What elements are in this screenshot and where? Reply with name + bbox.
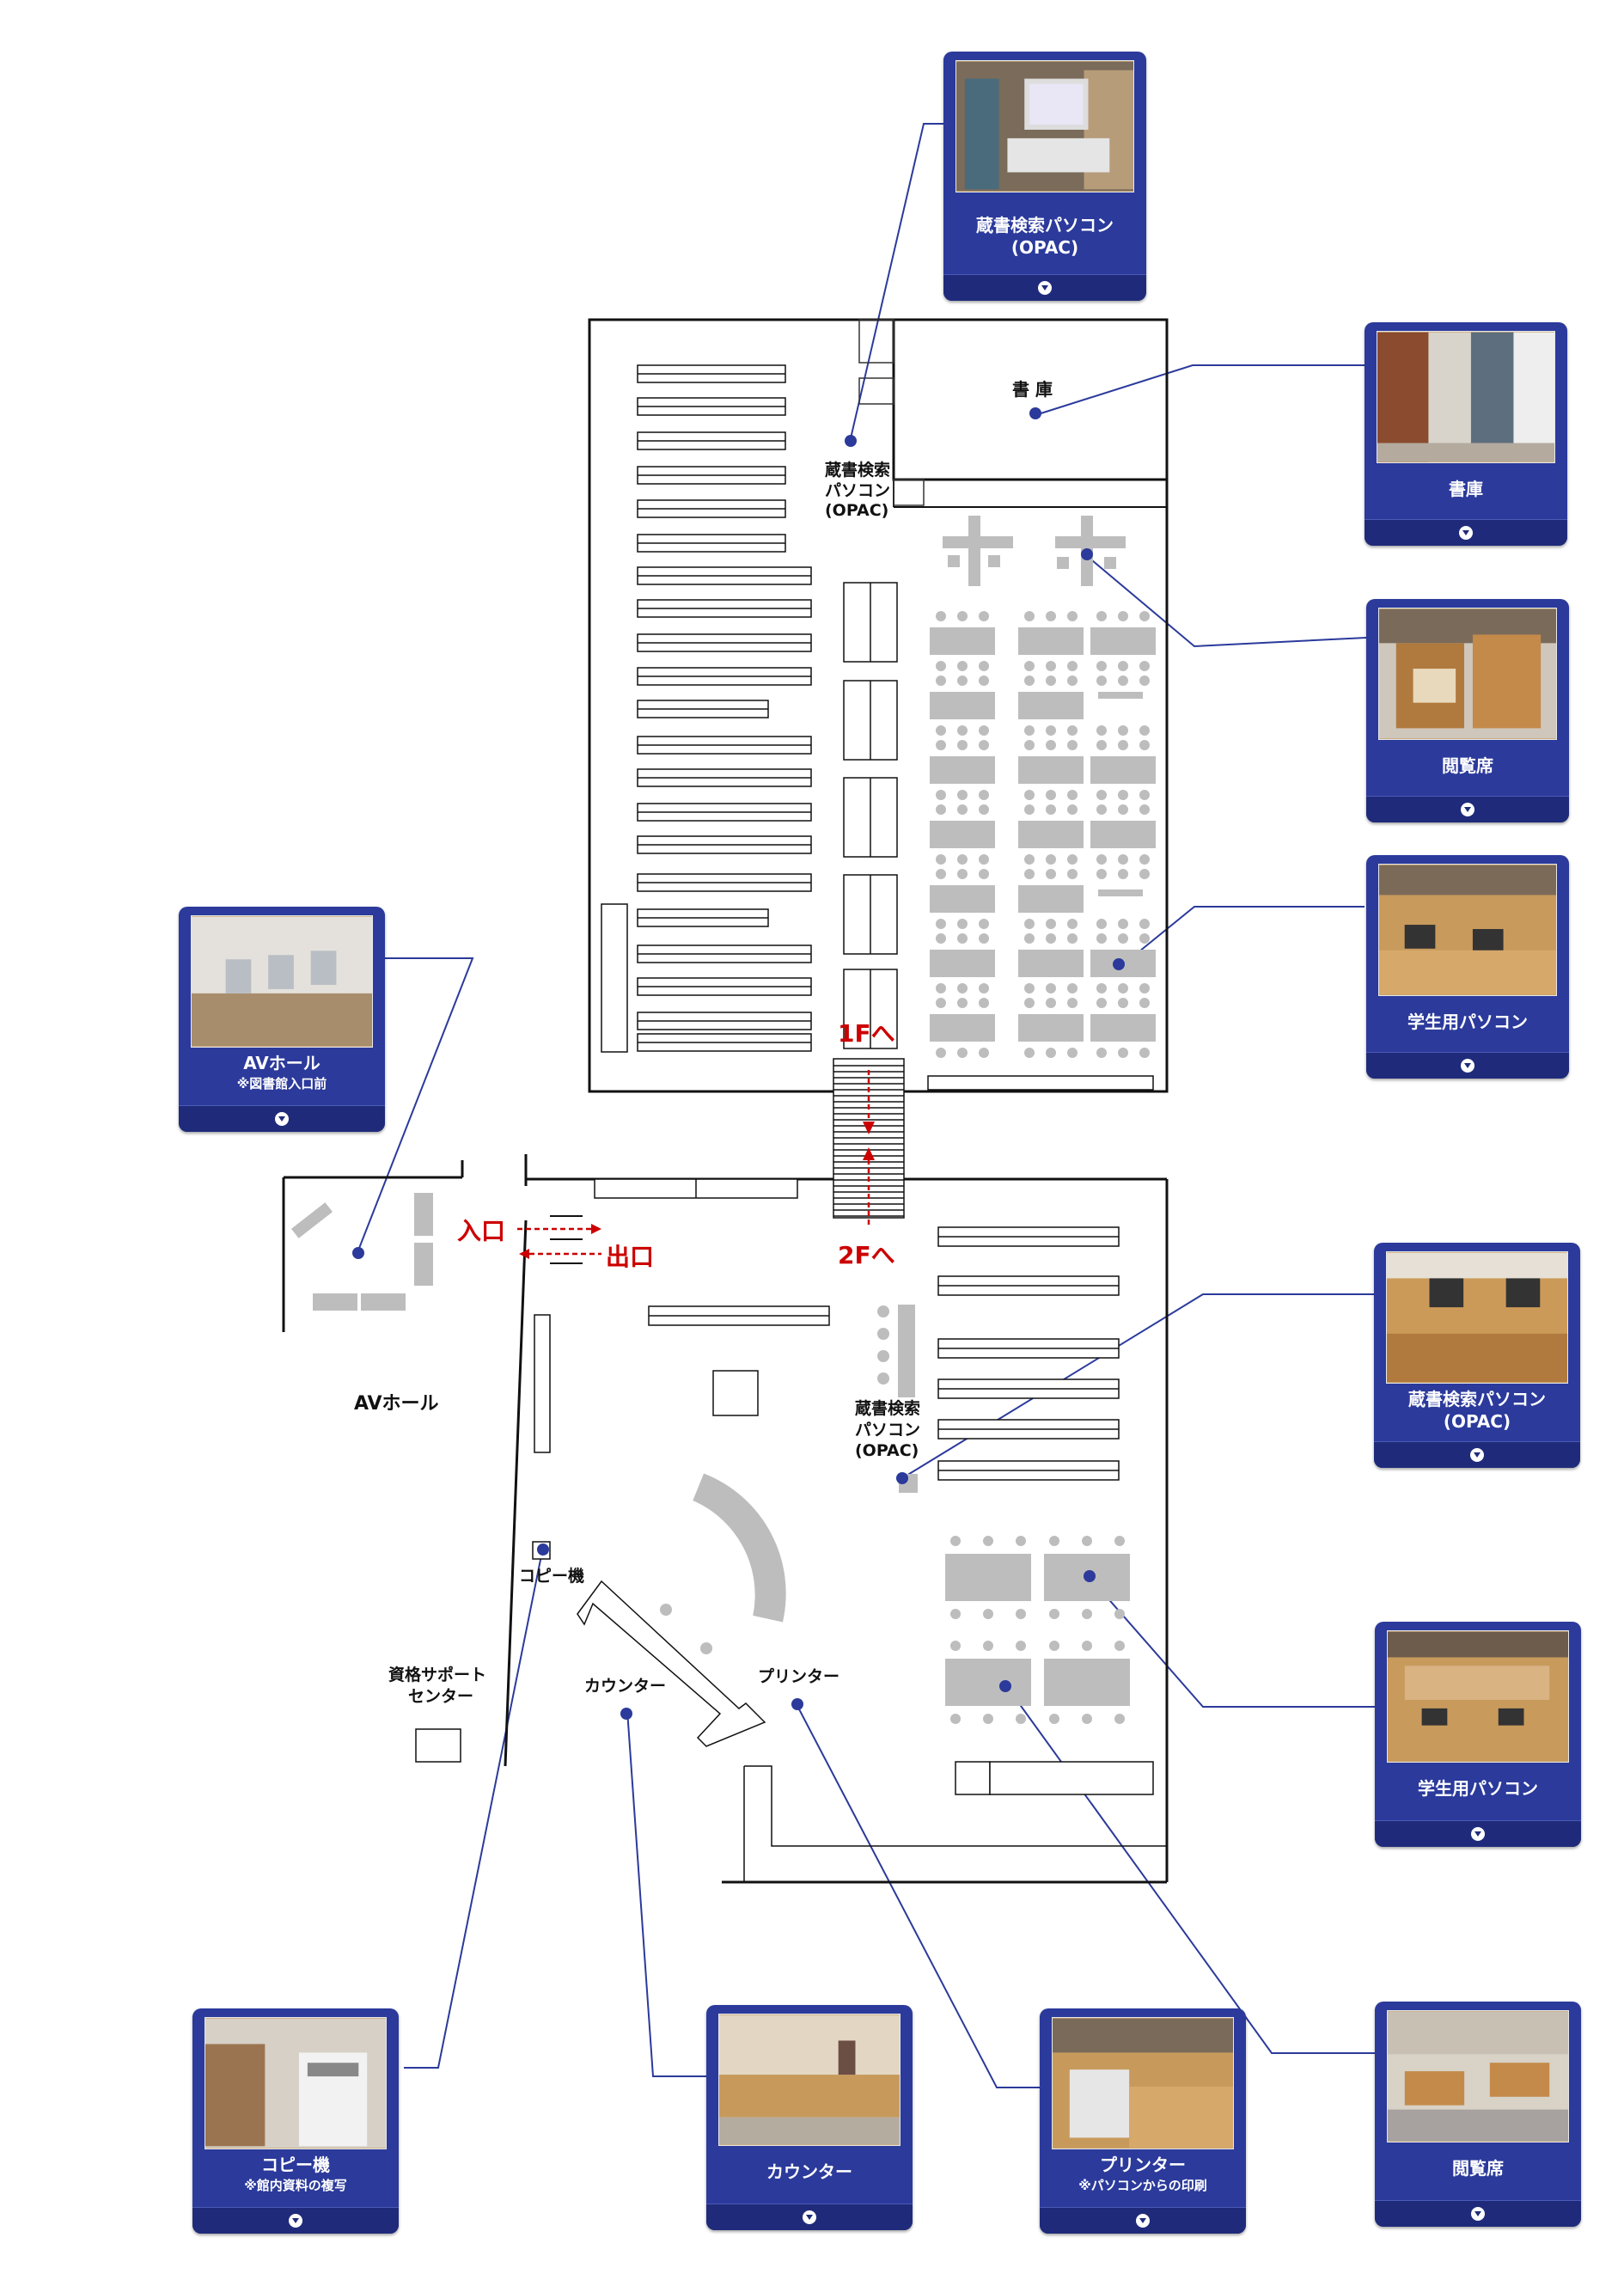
expand-chevron-icon[interactable]	[1038, 281, 1052, 295]
card-subtitle: ※館内資料の複写	[244, 2178, 347, 2193]
card-title: AVホール	[243, 1053, 321, 1073]
expand-chevron-icon[interactable]	[275, 1112, 289, 1126]
card-subtitle: (OPAC)	[1010, 237, 1079, 258]
stack-room-label: 書 庫	[1012, 379, 1053, 400]
card-title: コピー機	[261, 2155, 330, 2175]
card-title: 学生用パソコン	[1407, 1012, 1528, 1032]
opac-1f-label-2: パソコン	[855, 1421, 920, 1440]
photo-thumbnail-icon	[718, 2014, 901, 2146]
support-label-2: センター	[408, 1687, 473, 1706]
card-opac-2f[interactable]: 蔵書検索パソコン (OPAC)	[943, 52, 1146, 301]
location-marker-icon	[1084, 1570, 1096, 1582]
card-title: 書庫	[1449, 479, 1483, 499]
photo-thumbnail-icon	[955, 60, 1134, 193]
photo-thumbnail-icon	[1377, 331, 1555, 463]
expand-chevron-icon[interactable]	[1471, 1827, 1485, 1841]
opac-1f-label-1: 蔵書検索	[855, 1398, 920, 1418]
expand-chevron-icon[interactable]	[1461, 1059, 1474, 1073]
expand-chevron-icon[interactable]	[1136, 2214, 1150, 2228]
entrance-label: 入口	[457, 1217, 505, 1245]
location-marker-icon	[999, 1680, 1011, 1692]
location-marker-icon	[845, 435, 857, 447]
opac-1f-label-3: (OPAC)	[855, 1441, 919, 1460]
photo-thumbnail-icon	[1386, 1251, 1568, 1384]
card-subtitle: ※図書館入口前	[236, 1076, 327, 1091]
location-marker-icon	[791, 1698, 803, 1710]
card-title: 学生用パソコン	[1418, 1778, 1538, 1799]
card-printer[interactable]: プリンター ※パソコンからの印刷	[1040, 2008, 1246, 2234]
expand-chevron-icon[interactable]	[1471, 2207, 1485, 2221]
reading-tables-2f	[930, 611, 1156, 1058]
card-title: 蔵書検索パソコン	[976, 215, 1114, 235]
card-pc-2f[interactable]: 学生用パソコン	[1366, 855, 1569, 1079]
floor1-plan: 入口 出口 2Fへ AVホール	[282, 1147, 1169, 1884]
location-marker-icon	[1113, 958, 1125, 970]
card-subtitle: (OPAC)	[1443, 1411, 1511, 1432]
photo-thumbnail-icon	[1387, 1630, 1569, 1763]
card-stack[interactable]: 書庫	[1365, 322, 1567, 546]
carrels-2f	[943, 516, 1126, 586]
card-title: カウンター	[766, 2161, 852, 2182]
expand-chevron-icon[interactable]	[289, 2214, 302, 2228]
to-2f-label: 2Fへ	[838, 1241, 895, 1269]
card-pc-1f[interactable]: 学生用パソコン	[1375, 1622, 1581, 1847]
photo-thumbnail-icon	[1387, 2010, 1569, 2143]
photo-thumbnail-icon	[205, 2017, 387, 2149]
card-av-hall[interactable]: AVホール ※図書館入口前	[179, 907, 385, 1132]
printer-label: プリンター	[758, 1666, 839, 1686]
card-title: 蔵書検索パソコン	[1408, 1389, 1546, 1409]
location-marker-icon	[1029, 407, 1041, 419]
photo-thumbnail-icon	[1378, 608, 1557, 740]
opac-2f-label-1: 蔵書検索	[825, 460, 890, 480]
location-marker-icon	[896, 1472, 908, 1484]
card-title: 閲覧席	[1452, 2158, 1504, 2179]
location-marker-icon	[352, 1247, 364, 1259]
location-marker-icon	[620, 1708, 632, 1720]
card-reading-1f[interactable]: 閲覧席	[1375, 2002, 1581, 2227]
expand-chevron-icon[interactable]	[803, 2210, 816, 2224]
expand-chevron-icon[interactable]	[1461, 803, 1474, 816]
photo-thumbnail-icon	[1052, 2017, 1234, 2149]
expand-chevron-icon[interactable]	[1459, 526, 1473, 540]
card-title: 閲覧席	[1442, 755, 1493, 776]
location-marker-icon	[1081, 548, 1093, 560]
card-copier[interactable]: コピー機 ※館内資料の複写	[192, 2008, 399, 2234]
support-label-1: 資格サポート	[388, 1665, 486, 1684]
card-opac-1f[interactable]: 蔵書検索パソコン (OPAC)	[1374, 1243, 1580, 1468]
photo-thumbnail-icon	[1378, 864, 1557, 996]
card-counter[interactable]: カウンター	[706, 2005, 913, 2230]
expand-chevron-icon[interactable]	[1470, 1448, 1484, 1462]
photo-thumbnail-icon	[191, 915, 373, 1048]
location-marker-icon	[537, 1544, 549, 1556]
copier-label: コピー機	[519, 1566, 584, 1586]
stack-room-wall	[892, 318, 1169, 481]
floor2-plan: 書 庫 蔵書検索 パソコン (OPAC) 1Fへ	[588, 318, 1169, 1219]
shelves-2f	[601, 364, 1154, 1091]
counter-label: カウンター	[584, 1677, 666, 1696]
to-1f-label: 1Fへ	[838, 1019, 895, 1048]
opac-2f-label-2: パソコン	[825, 481, 890, 500]
card-subtitle: ※パソコンからの印刷	[1078, 2178, 1207, 2193]
location-markers	[352, 407, 1125, 1720]
callout-lines	[356, 123, 1375, 2088]
card-title: プリンター	[1100, 2155, 1186, 2175]
opac-2f-label-3: (OPAC)	[825, 501, 888, 520]
card-reading-2f[interactable]: 閲覧席	[1366, 599, 1569, 822]
exit-label: 出口	[606, 1243, 654, 1271]
av-hall-label: AVホール	[354, 1393, 439, 1415]
